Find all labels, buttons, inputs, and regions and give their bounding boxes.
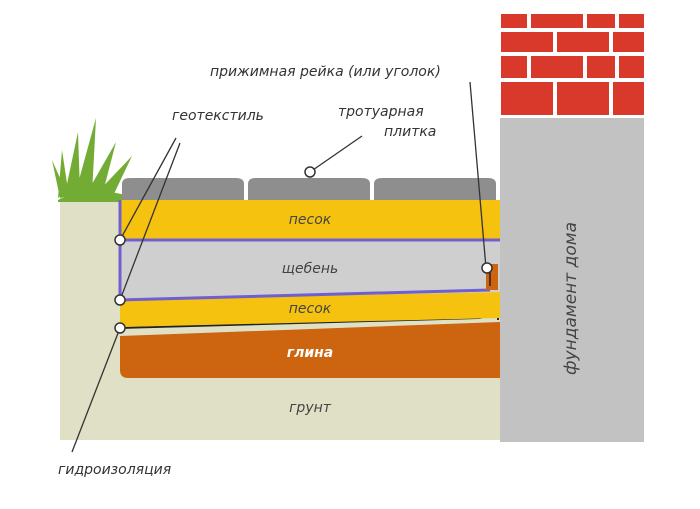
label-waterproofing: гидроизоляция (58, 462, 171, 478)
grass-icon (52, 118, 132, 202)
marker-dots (114, 166, 493, 334)
paving-tile (122, 178, 244, 200)
label-paving-line2: плитка (384, 124, 436, 140)
leader-paving (309, 135, 363, 173)
dot-geotextile-bottom (114, 294, 126, 306)
dot-paving (304, 166, 316, 178)
paving-tiles (122, 178, 496, 200)
leader-waterproofing (71, 327, 121, 453)
sand-layer-bottom (120, 292, 500, 327)
leader-geotextile-bottom (119, 142, 181, 301)
leader-lines (71, 81, 487, 453)
sand-layer-top (120, 200, 500, 240)
gravel-layer (120, 240, 500, 300)
label-paving-line1: тротуарная (338, 104, 424, 120)
label-sand-top: песок (289, 212, 332, 228)
paving-tile (374, 178, 496, 200)
leader-pressure-strip (469, 81, 487, 269)
label-geotextile: геотекстиль (172, 108, 264, 124)
house-foundation (500, 118, 644, 442)
dot-waterproofing (114, 322, 126, 334)
paving-tile (248, 178, 370, 200)
label-sand-bottom: песок (289, 301, 332, 317)
label-pressure-strip: прижимная рейка (или уголок) (210, 64, 441, 80)
leader-geotextile-top (119, 137, 177, 241)
label-clay: глина (287, 345, 334, 361)
label-soil: грунт (289, 400, 332, 416)
clay-layer (120, 322, 500, 378)
label-foundation: фундамент дома (561, 222, 581, 375)
dot-pressure-strip (481, 262, 493, 274)
brick-wall (500, 12, 644, 118)
dot-geotextile-top (114, 234, 126, 246)
label-gravel: щебень (282, 261, 338, 277)
